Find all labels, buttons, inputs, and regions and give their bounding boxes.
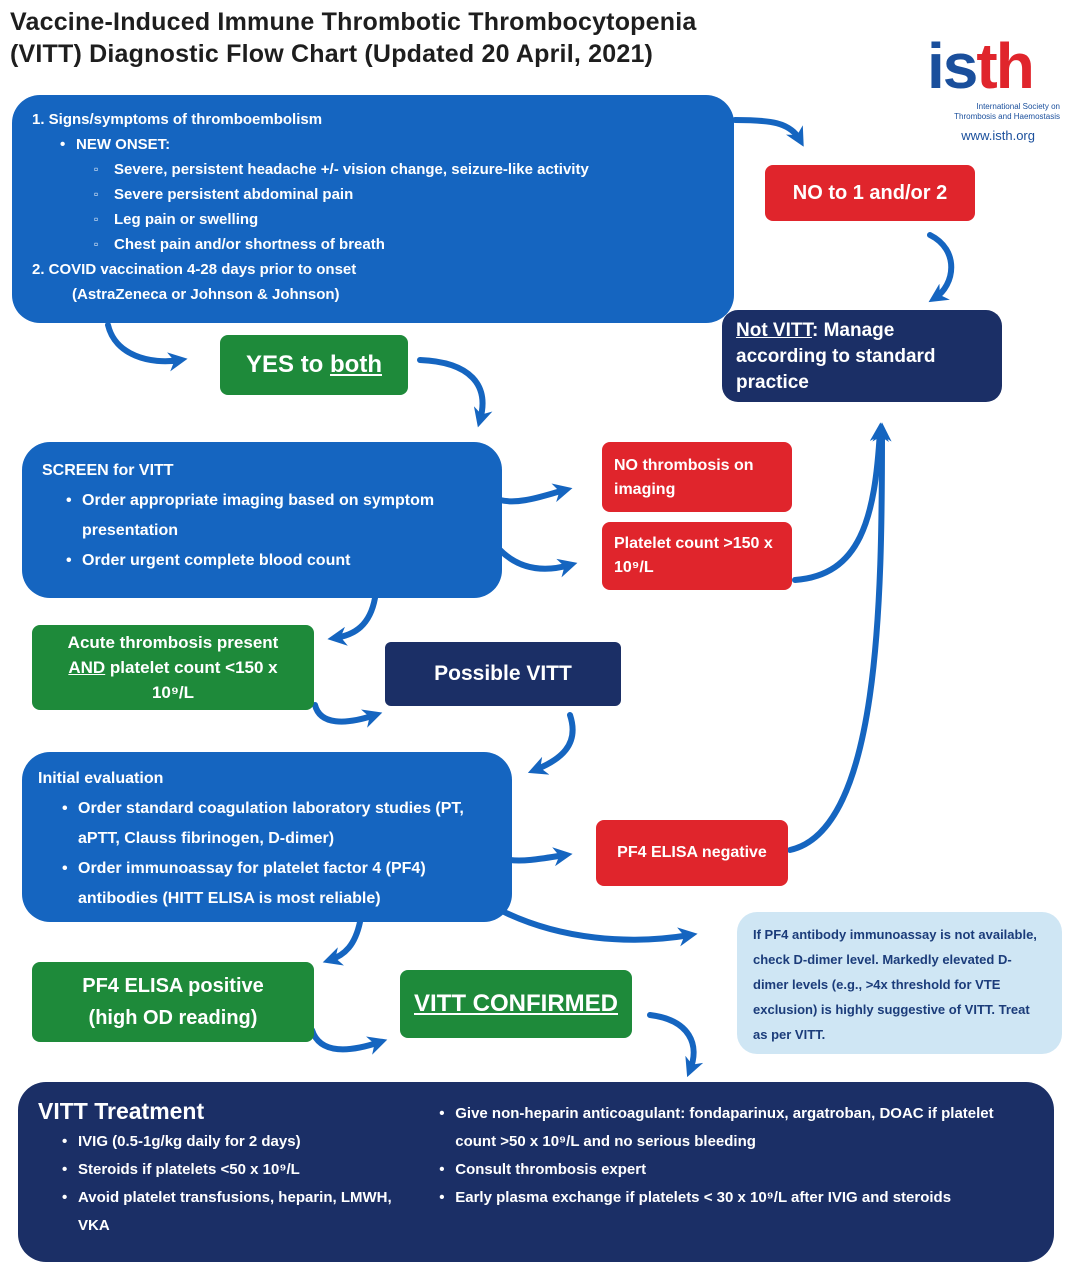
symptom-item: Chest pain and/or shortness of breath: [92, 232, 714, 257]
platelet-count-box: Platelet count >150 x 10⁹/L: [602, 522, 792, 590]
initial-item: Order standard coagulation laboratory st…: [58, 794, 496, 854]
criteria-box: 1. Signs/symptoms of thromboembolism NEW…: [12, 95, 734, 323]
treatment-item: Early plasma exchange if platelets < 30 …: [435, 1184, 1034, 1212]
arrow-confirmed-to-treatment: [647, 1012, 704, 1078]
symptom-list: Severe, persistent headache +/- vision c…: [92, 157, 714, 257]
arrow-pf4pos-to-confirmed: [309, 1027, 388, 1055]
criteria-item-2: 2. COVID vaccination 4-28 days prior to …: [32, 261, 357, 278]
acute-thrombosis-box: Acute thrombosis present AND platelet co…: [32, 625, 314, 710]
symptom-item: Severe, persistent headache +/- vision c…: [92, 157, 714, 182]
initial-evaluation-box: Initial evaluation Order standard coagul…: [22, 752, 512, 922]
new-onset-label: NEW ONSET:: [56, 132, 714, 157]
arrow-acute-to-possible: [312, 702, 383, 728]
arrow-possible-to-initial: [527, 712, 576, 775]
treatment-item: Steroids if platelets <50 x 10⁹/L: [58, 1156, 417, 1184]
title-line-2: (VITT) Diagnostic Flow Chart (Updated 20…: [10, 40, 654, 68]
initial-item: Order immunoassay for platelet factor 4 …: [58, 854, 496, 914]
logo-url: www.isth.org: [961, 128, 1035, 143]
no-thrombosis-box: NO thrombosis on imaging: [602, 442, 792, 512]
d-dimer-note: If PF4 antibody immunoassay is not avail…: [737, 912, 1062, 1054]
symptom-item: Leg pain or swelling: [92, 207, 714, 232]
arrow-initial-to-note: [497, 907, 698, 947]
not-vitt-label: Not VITT: [736, 320, 812, 341]
arrow-platelet-to-notvitt: [792, 422, 889, 583]
no-to-criteria-box: NO to 1 and/or 2: [765, 165, 975, 221]
treatment-heading: VITT Treatment: [38, 1098, 205, 1124]
screen-item: Order appropriate imaging based on sympt…: [62, 486, 482, 546]
pf4-negative-box: PF4 ELISA negative: [596, 820, 788, 886]
arrow-initial-to-pf4pos: [322, 919, 363, 966]
treatment-box: VITT Treatment IVIG (0.5-1g/kg daily for…: [18, 1082, 1054, 1262]
not-vitt-text: : Manage according to standard practice: [736, 320, 936, 393]
criteria-item-1: 1. Signs/symptoms of thromboembolism: [32, 111, 323, 128]
arrow-yes-to-screen: [417, 357, 493, 428]
arrow-initial-to-pf4neg: [507, 847, 573, 867]
possible-vitt-box: Possible VITT: [385, 642, 621, 706]
arrow-criteria-to-no: [732, 117, 804, 147]
arrow-screen-to-nothrombosis: [497, 483, 573, 505]
arrow-criteria-to-yes: [105, 322, 188, 372]
isth-logo: isth International Society on Thrombosis…: [895, 12, 1060, 152]
screen-heading: SCREEN for VITT: [42, 462, 174, 479]
pf4-positive-box: PF4 ELISA positive (high OD reading): [32, 962, 314, 1042]
arrow-no-to-notvitt: [927, 232, 955, 303]
treatment-item: IVIG (0.5-1g/kg daily for 2 days): [58, 1128, 417, 1156]
screen-item: Order urgent complete blood count: [62, 546, 482, 576]
treatment-item: Consult thrombosis expert: [435, 1156, 1034, 1184]
arrow-screen-to-acute: [327, 595, 378, 646]
treatment-right-list: Give non-heparin anticoagulant: fondapar…: [435, 1100, 1034, 1240]
logo-mark: isth: [927, 30, 1035, 102]
treatment-item: Avoid platelet transfusions, heparin, LM…: [58, 1184, 417, 1240]
page-title: Vaccine-Induced Immune Thrombotic Thromb…: [10, 6, 870, 70]
vitt-confirmed-box: VITT CONFIRMED: [400, 970, 632, 1038]
treatment-item: Give non-heparin anticoagulant: fondapar…: [435, 1100, 1034, 1156]
criteria-item-2-detail: (AstraZeneca or Johnson & Johnson): [72, 286, 340, 303]
screen-box: SCREEN for VITT Order appropriate imagin…: [22, 442, 502, 598]
yes-to-both-box: YES to both: [220, 335, 408, 395]
treatment-left-list: IVIG (0.5-1g/kg daily for 2 days) Steroi…: [58, 1128, 417, 1240]
title-line-1: Vaccine-Induced Immune Thrombotic Thromb…: [10, 8, 697, 36]
logo-org-name: International Society on Thrombosis and …: [954, 102, 1060, 121]
symptom-item: Severe persistent abdominal pain: [92, 182, 714, 207]
initial-heading: Initial evaluation: [38, 770, 164, 787]
arrow-pf4neg-to-notvitt: [787, 422, 892, 853]
arrow-screen-to-platelet: [497, 547, 578, 578]
not-vitt-box: Not VITT: Manage according to standard p…: [722, 310, 1002, 402]
